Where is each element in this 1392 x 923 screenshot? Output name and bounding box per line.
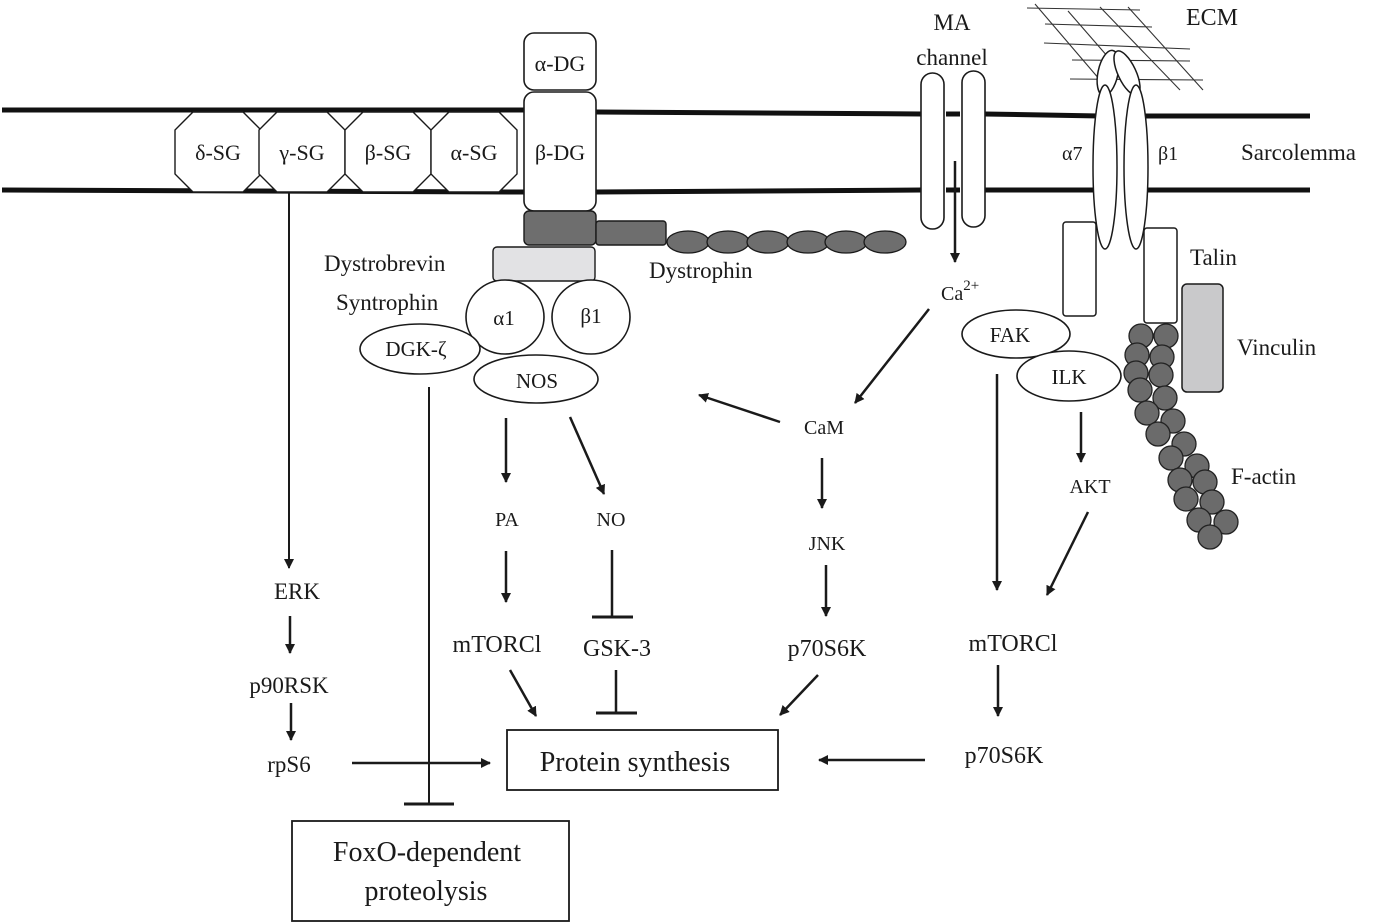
syntrophin-alpha1 <box>465 279 545 355</box>
syntrophin-label: Syntrophin <box>336 290 439 315</box>
actin-monomer <box>1145 421 1171 447</box>
vinculin <box>1181 283 1224 393</box>
mtorc1-left-label: mTORCl <box>453 632 542 658</box>
vinculin-label: Vinculin <box>1237 335 1317 360</box>
alpha-dystroglycan <box>523 32 597 91</box>
dystrophin-n-terminal <box>523 210 597 246</box>
ilk-label: ILK <box>1052 365 1087 389</box>
sarcoglycan-1 <box>258 111 346 193</box>
dystrophin-domain <box>595 220 667 246</box>
no-label: NO <box>597 509 626 531</box>
actin-monomer <box>1173 486 1199 512</box>
dystrophin-rod-domain <box>666 230 907 254</box>
sarcoglycan-label: α-SG <box>451 140 498 165</box>
actin-monomer <box>1148 362 1174 388</box>
protein-synthesis-label: Protein synthesis <box>540 747 731 778</box>
talin-right <box>1143 227 1178 324</box>
sarcoglycan-label: γ-SG <box>278 140 324 165</box>
foxo-label-line2: proteolysis <box>365 876 488 907</box>
integrin-alpha7 <box>1092 84 1118 250</box>
foxo-label-line1: FoxO-dependent <box>333 837 521 868</box>
sarcoglycan-2 <box>344 111 432 193</box>
alpha-dg-label: α-DG <box>535 51 586 76</box>
f-actin-filament <box>1123 323 1239 550</box>
syntrophin-beta1 <box>551 279 631 355</box>
actin-monomer <box>1153 323 1179 349</box>
p70s6k-mid-label: p70S6K <box>788 636 867 662</box>
talin-label: Talin <box>1190 245 1237 270</box>
actin-monomer <box>1152 385 1178 411</box>
actin-monomer <box>1134 400 1160 426</box>
arrow-calcium-to-cam <box>854 308 930 404</box>
arrow-nos-to-no <box>568 416 606 495</box>
sarcoglycan-0 <box>174 111 262 193</box>
jnk-label: JNK <box>809 533 846 555</box>
ma-channel-subunit-right <box>961 70 986 228</box>
actin-monomer <box>1213 509 1239 535</box>
fak-label: FAK <box>990 323 1030 347</box>
akt-label: AKT <box>1069 476 1110 498</box>
p70s6k-right-label: p70S6K <box>965 743 1044 769</box>
dystrophin-bead <box>786 230 830 254</box>
talin-left <box>1062 221 1097 317</box>
syntrophin-beta1-label: β1 <box>580 304 601 328</box>
dystrobrevin <box>492 246 596 282</box>
integrin-alpha7-label: α7 <box>1062 143 1082 165</box>
integrin-beta1-label: β1 <box>1158 143 1178 165</box>
calcium-label: Ca2+ <box>941 278 979 305</box>
sarcolemma-membrane <box>1 107 1310 195</box>
fak <box>961 309 1071 359</box>
arrow-p70s6k-to-protein-synthesis <box>779 674 819 716</box>
dystrophin-bead <box>706 230 750 254</box>
dystrophin-bead <box>863 230 907 254</box>
sarcolemma-label: Sarcolemma <box>1241 140 1356 165</box>
sarcoglycan-3 <box>430 111 518 193</box>
actin-monomer <box>1158 445 1184 471</box>
syntrophin-alpha1-label: α1 <box>493 306 515 330</box>
dystrobrevin-label: Dystrobrevin <box>324 251 446 276</box>
beta-dg-label: β-DG <box>535 140 585 165</box>
ilk <box>1016 350 1122 402</box>
dystrophin-bead <box>824 230 868 254</box>
ma-channel-subunit-left <box>920 72 945 230</box>
dystrophin-bead <box>666 230 710 254</box>
sarcoglycan-label: δ-SG <box>195 140 241 165</box>
integrin-beta1 <box>1123 84 1149 250</box>
erk-label: ERK <box>274 579 320 604</box>
pa-label: PA <box>495 509 519 531</box>
actin-monomer <box>1199 489 1225 515</box>
arrow-akt-to-mtorc1 <box>1045 511 1090 596</box>
dystrophin-label: Dystrophin <box>649 258 753 283</box>
protein-synthesis-box <box>506 729 779 791</box>
dgk-zeta <box>359 323 481 375</box>
ma-channel-label-line2: channel <box>916 45 988 70</box>
actin-monomer <box>1127 377 1153 403</box>
f-actin-label: F-actin <box>1231 464 1297 489</box>
ma-channel-label-line1: MA <box>933 10 970 35</box>
gsk3-label: GSK-3 <box>583 636 651 662</box>
arrow-cam-to-nos <box>698 393 781 424</box>
actin-monomer <box>1197 524 1223 550</box>
cam-label: CaM <box>804 417 844 439</box>
p90rsk-label: p90RSK <box>249 673 329 698</box>
foxo-proteolysis-box <box>291 820 570 922</box>
rps6-label: rpS6 <box>267 752 310 777</box>
ecm-label: ECM <box>1186 5 1238 31</box>
nos <box>473 354 599 404</box>
sarcoglycan-complex: δ-SG γ-SG β-SG α-SG <box>174 111 518 193</box>
nos-label: NOS <box>516 369 558 393</box>
dgk-zeta-label: DGK-ζ <box>385 337 446 361</box>
arrow-mtorc1-to-protein-synthesis <box>508 669 538 717</box>
mtorc1-right-label: mTORCl <box>969 631 1058 657</box>
dystrophin-bead <box>746 230 790 254</box>
sarcoglycan-label: β-SG <box>365 140 412 165</box>
